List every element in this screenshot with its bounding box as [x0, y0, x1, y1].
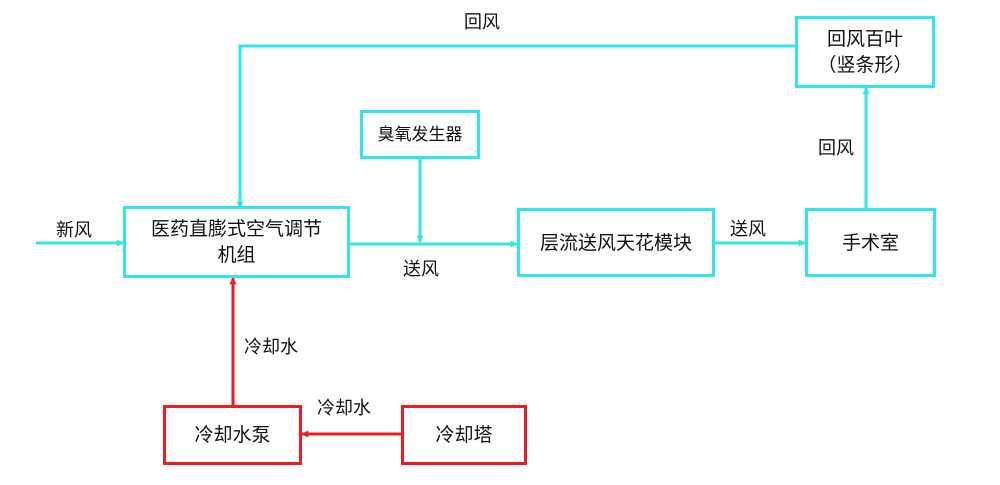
return-air-label-right: 回风: [818, 138, 854, 159]
return-air-arrow-loop: [236, 44, 795, 209]
ozone-generator-node: 臭氧发生器: [360, 110, 480, 159]
fresh-air-label: 新风: [56, 220, 92, 241]
laminar-flow-module-node: 层流送风天花模块: [517, 208, 715, 277]
cooling-water-pump-node: 冷却水泵: [163, 405, 302, 465]
cooling-water-label-horizontal: 冷却水: [317, 398, 371, 419]
cooling-water-pump-label: 冷却水泵: [194, 424, 271, 446]
ahu-node: 医药直膨式空气调节 机组: [123, 206, 350, 278]
ahu-label-line1: 医药直膨式空气调节: [150, 218, 322, 240]
return-louver-label-line1: 回风百叶: [826, 28, 903, 50]
return-air-label-top: 回风: [464, 12, 500, 33]
supply-air-label-room: 送风: [730, 219, 766, 240]
return-louver-node: 回风百叶 （竖条形）: [795, 16, 935, 88]
cooling-water-label-vertical: 冷却水: [244, 337, 298, 358]
operating-room-node: 手术室: [805, 208, 936, 277]
return-louver-label-line2: （竖条形）: [817, 54, 913, 76]
laminar-flow-module-label: 层流送风天花模块: [539, 231, 692, 254]
supply-air-label-ahu: 送风: [403, 259, 439, 280]
operating-room-label: 手术室: [841, 231, 899, 254]
cooling-tower-label: 冷却塔: [435, 424, 493, 446]
cooling-tower-node: 冷却塔: [401, 405, 527, 465]
ahu-label-line2: 机组: [217, 244, 256, 266]
ozone-generator-label: 臭氧发生器: [377, 124, 463, 145]
